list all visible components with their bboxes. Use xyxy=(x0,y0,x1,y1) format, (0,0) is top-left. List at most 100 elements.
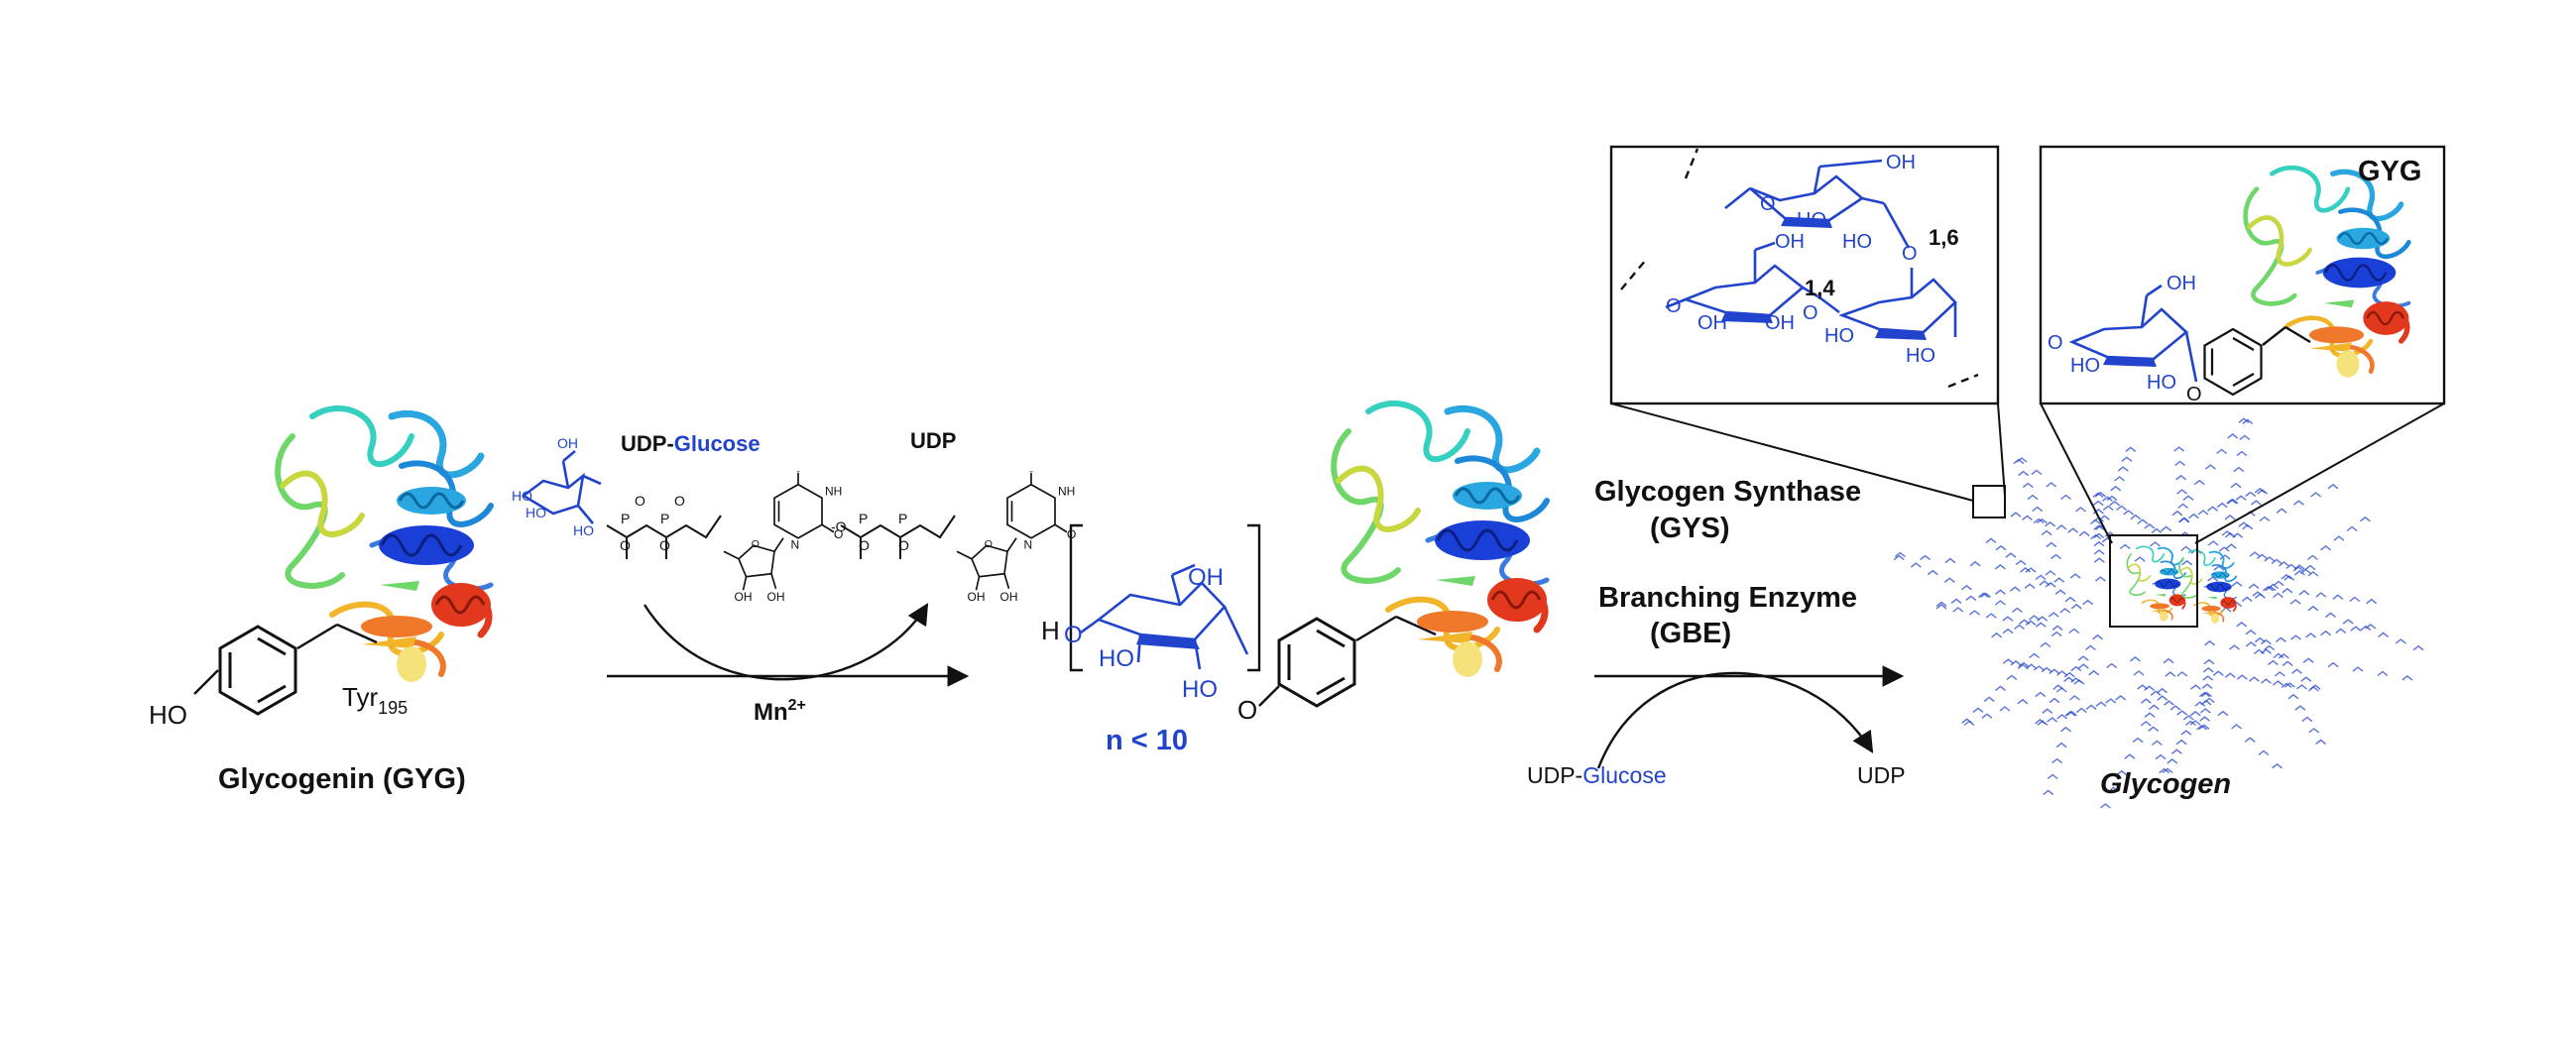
glycogen-glucose-unit xyxy=(2281,574,2292,580)
glycogen-glucose-unit xyxy=(2020,567,2032,573)
glycogen-glucose-unit xyxy=(2040,641,2051,648)
glycogen-glucose-unit xyxy=(2035,622,2047,628)
zoom-line-core-right xyxy=(2194,403,2445,544)
glycogen-glucose-unit xyxy=(2025,620,2037,626)
glycogen-glucose-unit xyxy=(2204,464,2216,470)
glycogen-glucose-unit xyxy=(2315,739,2327,745)
glycogen-glucose-unit xyxy=(2019,619,2031,625)
glycogen-glucose-unit xyxy=(2182,495,2194,501)
glycogen-glucose-unit xyxy=(2137,518,2149,524)
svg-text:HO: HO xyxy=(512,488,532,504)
oh-label-c6: OH xyxy=(1188,564,1224,591)
glycogen-glucose-unit xyxy=(1983,696,1995,702)
glycogen-glucose-unit xyxy=(2176,671,2188,677)
glycogen-glucose-unit xyxy=(2109,501,2121,507)
glycogen-glucose-unit xyxy=(2123,510,2135,516)
ho-label-c3: HO xyxy=(1099,645,1134,672)
glycogen-glucose-unit xyxy=(2173,446,2185,452)
glycogen-glucose-unit xyxy=(2002,628,2014,634)
glycogen-glucose-unit xyxy=(2295,684,2307,690)
glycogen-glucose-unit xyxy=(2212,670,2224,676)
svg-text:HO: HO xyxy=(526,505,546,520)
glycogen-glucose-unit xyxy=(2171,510,2183,517)
glycogen-glucose-unit xyxy=(2150,690,2162,696)
glycogen-glucose-unit xyxy=(1985,613,1997,619)
glycogen-glucose-unit xyxy=(2263,585,2274,592)
inset-gyg-sugar xyxy=(2068,284,2311,397)
inset2-link-o: O xyxy=(2186,384,2202,405)
glycogen-glucose-unit xyxy=(2412,644,2424,651)
glycogen-glucose-unit xyxy=(2401,675,2413,681)
glycogen-glucose-unit xyxy=(2260,678,2272,684)
glycogen-glucose-unit xyxy=(2105,698,2117,704)
glycogen-glucose-unit xyxy=(2332,594,2344,600)
glycogen-glucose-unit xyxy=(2056,714,2068,720)
glycogen-glucose-unit xyxy=(2070,603,2082,610)
glycogen-glucose-unit xyxy=(2140,721,2152,727)
glycogen-glucose-unit xyxy=(2225,543,2237,549)
glycogen-glucose-unit xyxy=(2054,589,2066,595)
glycogen-glucose-unit xyxy=(2144,712,2156,718)
glycogen-glucose-unit xyxy=(2025,567,2037,573)
glycogen-glucose-unit xyxy=(2180,730,2192,736)
svg-text:UDP-Glucose: UDP-Glucose xyxy=(1527,762,1667,788)
zoom-region-core xyxy=(2109,534,2198,628)
glycogen-glucose-unit xyxy=(2117,466,2129,472)
glycogen-glucose-unit xyxy=(2320,630,2332,636)
gbe-line2: (GBE) xyxy=(1650,618,1731,649)
glycogen-glucose-unit xyxy=(2144,523,2156,529)
o-label-chain: O xyxy=(1064,622,1083,648)
glycogen-glucose-unit xyxy=(2039,580,2050,586)
glycogen-glucose-unit xyxy=(2093,557,2105,563)
glycogen-glucose-unit xyxy=(2231,581,2243,587)
glycogen-glucose-unit xyxy=(1935,601,1947,607)
inset2-ho-1: HO xyxy=(2070,355,2100,377)
glycogen-glucose-unit xyxy=(2078,530,2090,536)
glycogen-glucose-unit xyxy=(2047,773,2058,780)
glycogen-glucose-unit xyxy=(2272,680,2283,686)
glycogen-glucose-unit xyxy=(2233,466,2245,473)
glycogen-glucose-unit xyxy=(2291,668,2302,674)
glycogen-glucose-unit xyxy=(2035,719,2046,725)
glycogen-glucose-unit xyxy=(1994,589,2006,595)
glycogen-glucose-unit xyxy=(2275,636,2286,642)
glycogen-glucose-unit xyxy=(2216,448,2228,455)
glycogen-glucose-unit xyxy=(2202,667,2214,673)
glycogen-glucose-unit xyxy=(2077,663,2089,669)
glycogen-glucose-unit xyxy=(1994,564,2006,570)
udp2-label: UDP xyxy=(1857,762,1906,788)
glycogen-glucose-unit xyxy=(2095,701,2107,707)
glycogen-glucose-unit xyxy=(2015,559,2027,566)
glycogen-glucose-unit xyxy=(2256,553,2268,560)
svg-text:P: P xyxy=(898,511,907,526)
glycogen-glucose-unit xyxy=(2011,607,2023,614)
glycogen-glucose-unit xyxy=(2281,682,2292,688)
glycogen-glucose-unit xyxy=(1991,632,2003,638)
svg-text:O: O xyxy=(674,493,685,509)
glycogen-glucose-unit xyxy=(2093,549,2105,555)
glycogen-glucose-unit xyxy=(2046,482,2057,488)
glycogen-glucose-unit xyxy=(2377,670,2389,677)
glycogen-glucose-unit xyxy=(2272,762,2283,769)
inset2-oh: OH xyxy=(2166,273,2196,294)
glycogen-glucose-unit xyxy=(2177,503,2189,510)
glycogen-glucose-unit xyxy=(2017,698,2029,705)
inset-o-1: O xyxy=(1760,193,1776,215)
glycogen-glucose-unit xyxy=(2219,554,2231,560)
glycogen-glucose-unit xyxy=(2301,716,2313,723)
glycogen-glucose-unit xyxy=(2271,558,2283,565)
glycogen-glucose-unit xyxy=(2294,705,2306,711)
inset-ho-2: HO xyxy=(1842,231,1872,253)
glycogen-glucose-unit xyxy=(2227,433,2239,439)
glycogen-glucose-unit xyxy=(2059,608,2071,614)
glycogen-glucose-unit xyxy=(1981,713,1993,719)
glycogen-glucose-unit xyxy=(2049,697,2060,704)
glycogen-glucose-unit xyxy=(2236,674,2248,680)
glycogenin-label: Glycogenin (GYG) xyxy=(218,763,466,795)
glycogen-glucose-unit xyxy=(2342,619,2354,625)
glycogen-glucose-unit xyxy=(2245,629,2257,635)
glycogen-glucose-unit xyxy=(2140,698,2152,704)
glycogen-glucose-unit xyxy=(2201,683,2213,689)
glycogen-glucose-unit xyxy=(2236,622,2248,628)
